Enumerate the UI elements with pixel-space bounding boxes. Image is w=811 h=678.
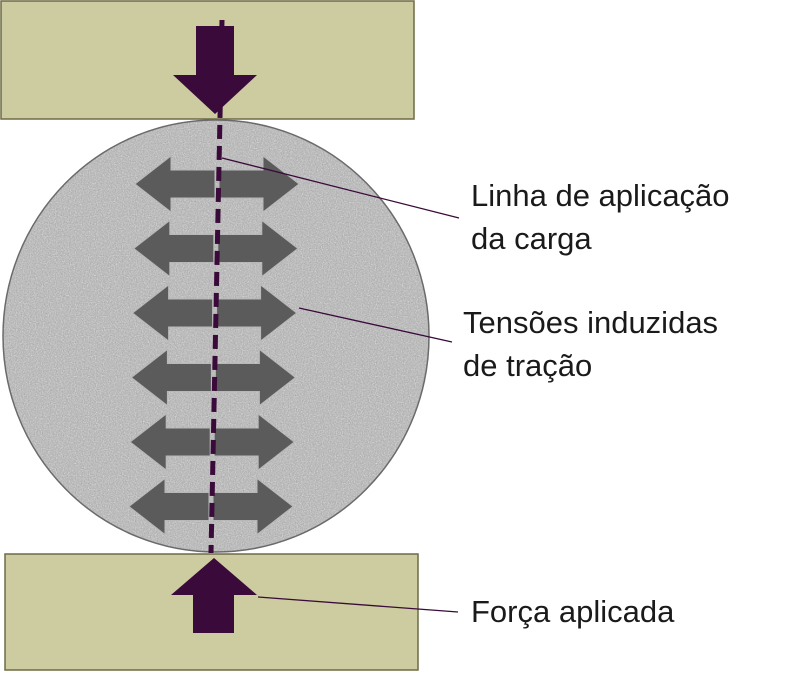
arrow-down-icon <box>173 26 257 114</box>
load-application-line <box>208 19 225 554</box>
label-load-line-1: Linha de aplicação <box>471 178 730 213</box>
tension-arrow-right-icon <box>212 477 294 536</box>
label-load-line: Linha de aplicação da carga <box>471 174 730 260</box>
tension-arrow-left-icon <box>132 219 215 278</box>
tension-arrows <box>128 154 300 536</box>
tension-arrow-right-icon <box>218 154 300 214</box>
tension-arrow-left-icon <box>134 154 216 214</box>
label-tensile-stress-2: de tração <box>463 348 593 383</box>
tension-arrow-right-icon <box>217 219 299 278</box>
arrow-up-icon <box>171 558 257 633</box>
label-load-line-2: da carga <box>471 221 592 256</box>
leader-line-load-line <box>221 157 460 219</box>
tension-arrow-left-icon <box>131 283 214 343</box>
tension-arrow-right-icon <box>213 412 296 472</box>
label-applied-force-1: Força aplicada <box>471 594 675 629</box>
leader-line-tensile-stress <box>298 307 453 343</box>
tension-arrow-left-icon <box>128 477 210 536</box>
label-tensile-stress: Tensões induzidas de tração <box>463 301 718 387</box>
tension-arrow-left-icon <box>130 348 212 407</box>
tension-arrow-right-icon <box>216 283 298 343</box>
leader-line-applied-force <box>257 596 459 613</box>
label-applied-force: Força aplicada <box>471 590 674 633</box>
tension-arrow-left-icon <box>129 412 211 472</box>
label-tensile-stress-1: Tensões induzidas <box>463 305 719 340</box>
tension-arrow-right-icon <box>214 348 297 407</box>
